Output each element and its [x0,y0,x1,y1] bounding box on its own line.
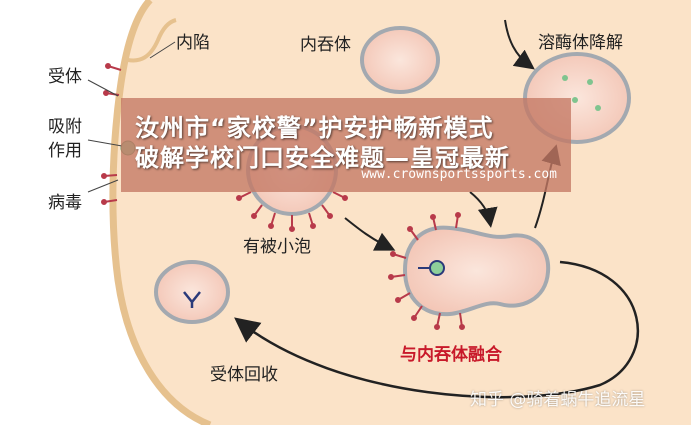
label-endosome-fusion: 与内吞体融合 [400,345,502,365]
endosome-vesicle [360,26,440,94]
label-receptor-recycling: 受体回收 [210,365,278,385]
label-leaders [87,41,176,193]
label-invagination: 内陷 [176,33,210,53]
label-adsorption-line1: 吸附 [48,117,82,137]
arrow-receptor-recycling [234,260,639,399]
zhihu-watermark: 知乎 @骑着蜗牛追流星 [470,390,646,410]
label-receptor: 受体 [48,67,82,87]
label-virus: 病毒 [48,193,82,213]
arrow-to-fusion [344,217,396,251]
label-endosome: 内吞体 [300,35,351,55]
label-lysosome-degradation: 溶酶体降解 [538,33,623,53]
lysosome-particles [562,75,601,111]
site-url[interactable]: www.crownsportssports.com [361,167,557,182]
fused-vesicle [388,212,551,330]
label-adsorption-line2: 作用 [48,141,82,161]
cell-membrane [109,0,212,429]
membrane-receptors [101,63,122,205]
headline-line2: 破解学校门口安全难题—皇冠最新 [135,144,510,172]
arrow-to-fused-right [469,191,498,228]
headline-overlay: 汝州市“家校警”护安护畅新模式 破解学校门口安全难题—皇冠最新 www.crow… [121,98,571,192]
arrow-to-lysosome [504,19,535,70]
fused-virus [429,260,445,276]
label-coated-vesicle: 有被小泡 [243,237,311,257]
headline-line1: 汝州市“家校警”护安护畅新模式 [135,114,494,142]
invagination-pit [127,18,177,63]
recycling-vesicle [154,260,230,324]
